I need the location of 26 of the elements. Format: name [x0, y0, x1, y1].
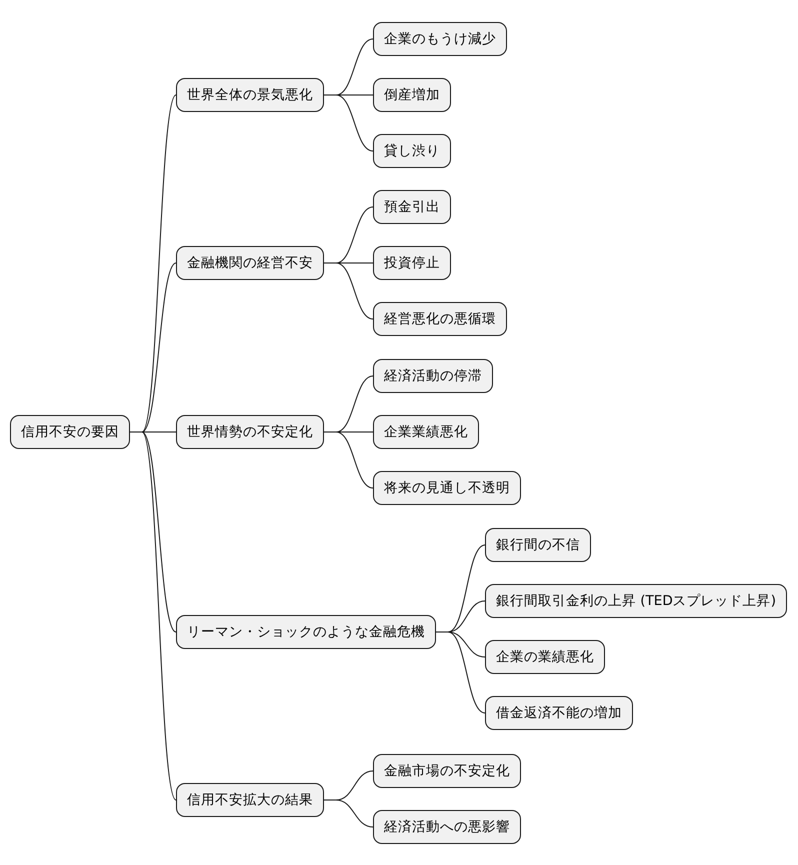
topic-box: 倒産増加 — [373, 78, 451, 112]
topic-box: リーマン・ショックのような金融危機 — [176, 615, 436, 649]
topic-box: 借金返済不能の増加 — [485, 696, 633, 730]
connector-line — [324, 262, 374, 320]
topic-box: 企業の業績悪化 — [485, 640, 605, 674]
topic-box: 経済活動への悪影響 — [373, 810, 521, 844]
topic-box: 金融市場の不安定化 — [373, 754, 521, 788]
topic-box: 金融機関の経営不安 — [176, 246, 324, 280]
topic-box: 企業業績悪化 — [373, 415, 479, 449]
connector-line — [324, 432, 374, 488]
topic-box: 経営悪化の悪循環 — [373, 302, 507, 336]
topic-box: 預金引出 — [373, 190, 451, 224]
topic-box: 銀行間の不信 — [485, 528, 591, 562]
connector-line — [324, 94, 374, 152]
topic-box: 投資停止 — [373, 246, 451, 280]
topic-box: 企業のもうけ減少 — [373, 22, 507, 56]
topic-box: 信用不安拡大の結果 — [176, 783, 324, 817]
connector-line — [324, 800, 374, 828]
topic-box: 世界全体の景気悪化 — [176, 78, 324, 112]
connector-line — [436, 632, 486, 714]
topic-box: 信用不安の要因 — [10, 415, 130, 449]
topic-box: 世界情勢の不安定化 — [176, 415, 324, 449]
topic-box: 将来の見通し不透明 — [373, 471, 521, 505]
topic-box: 貸し渋り — [373, 134, 451, 168]
topic-box: 経済活動の停滞 — [373, 359, 493, 393]
topic-box: 銀行間取引金利の上昇 (TEDスプレッド上昇) — [485, 584, 787, 618]
